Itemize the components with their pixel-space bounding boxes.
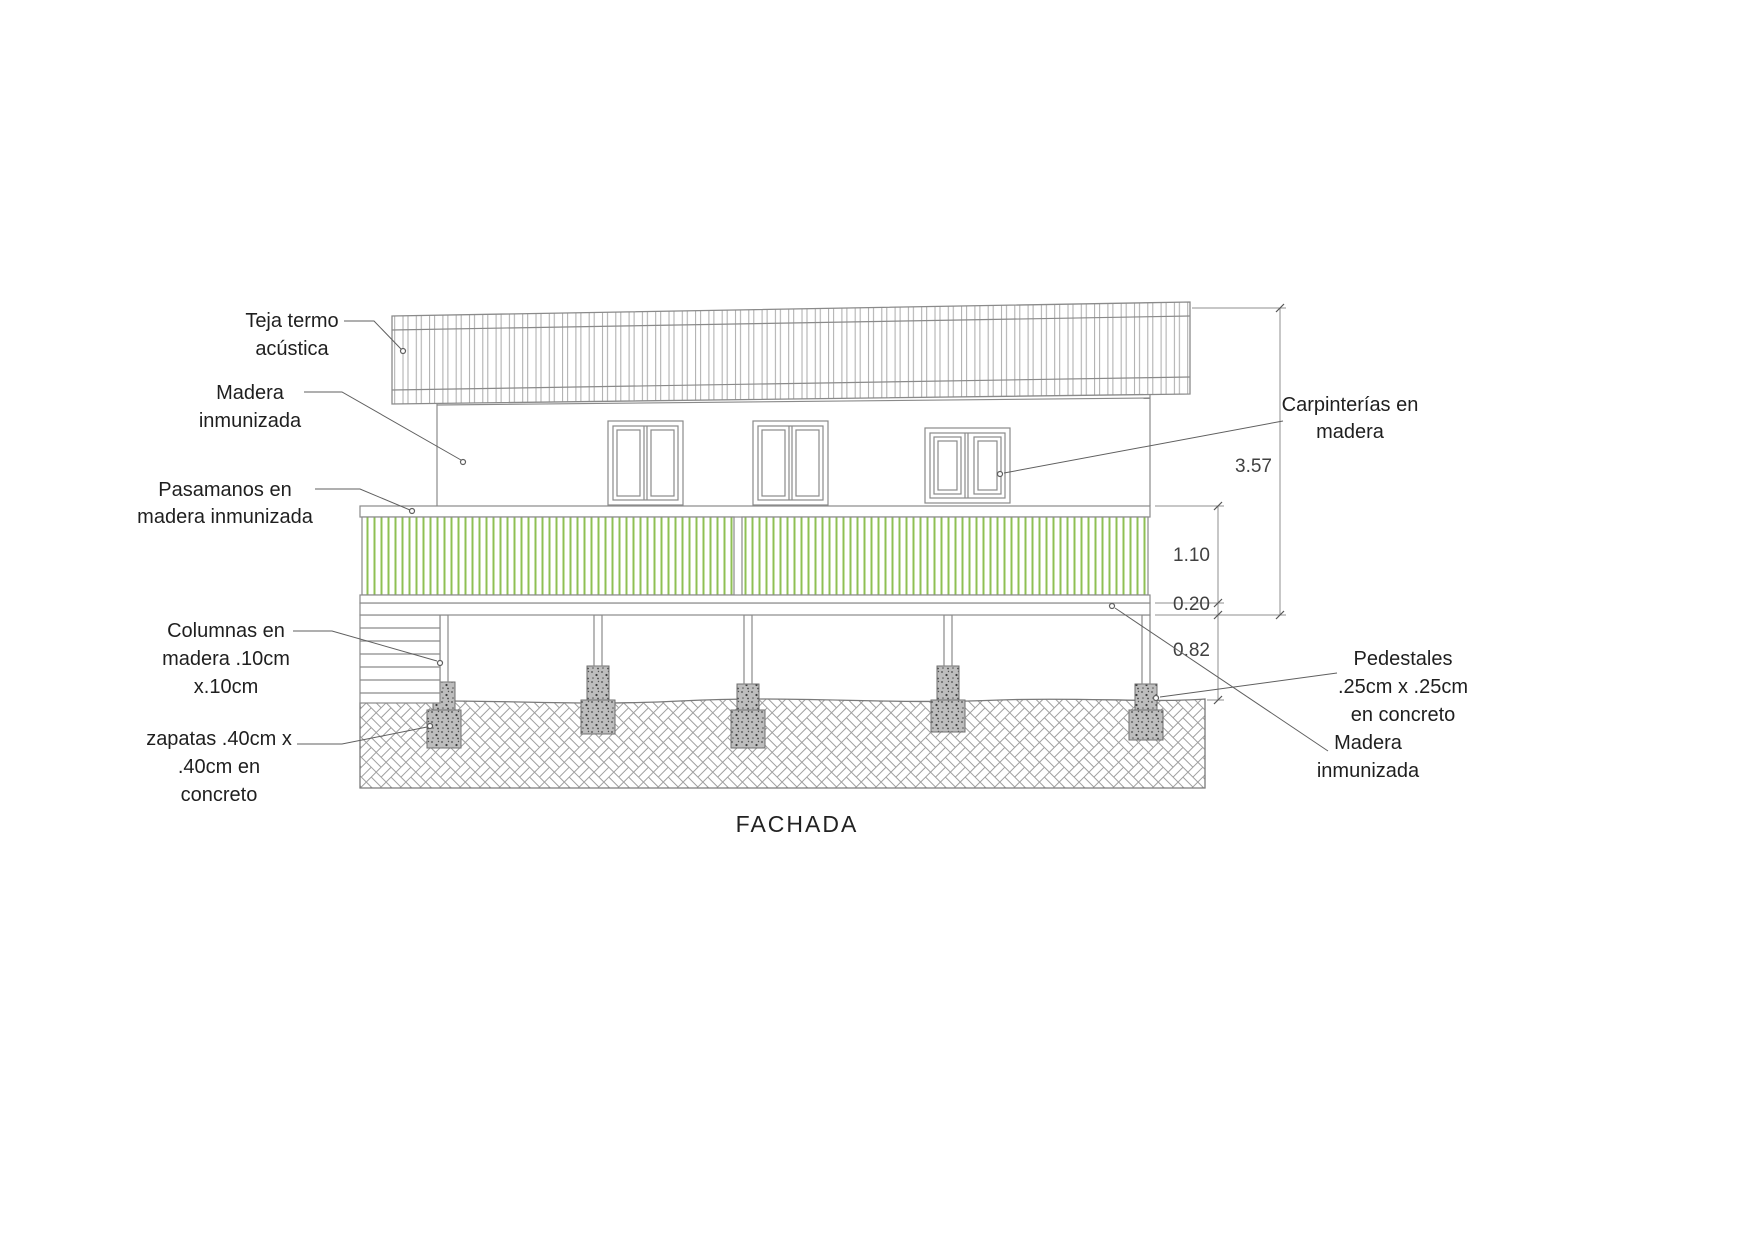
- label-line: Pasamanos en: [158, 479, 291, 501]
- windows: [607, 420, 1011, 506]
- ground-hatch: [359, 698, 1206, 789]
- leader-carpinterias: [1003, 420, 1284, 474]
- column: [439, 614, 449, 683]
- deck-stairs: [359, 614, 441, 704]
- label-line: Columnas en: [167, 620, 285, 642]
- leader-lines: [293, 320, 1338, 752]
- bottom-rail: [359, 594, 1151, 604]
- label-teja-termo-acustica: Teja termo acústica: [245, 310, 338, 360]
- label-line: Madera: [1334, 732, 1403, 754]
- railing-slats-left: [361, 516, 735, 596]
- label-madera-inmunizada-right: Madera inmunizada: [1317, 732, 1420, 782]
- window: [752, 420, 829, 506]
- label-line: zapatas .40cm x: [146, 728, 292, 750]
- label-zapatas: zapatas .40cm x .40cm en concreto: [146, 728, 292, 806]
- leader-pedestales: [1159, 672, 1338, 698]
- label-columnas: Columnas en madera .10cm x.10cm: [162, 620, 290, 698]
- leader-zapatas-marker: [426, 722, 434, 730]
- column: [1141, 614, 1151, 685]
- label-line: madera inmunizada: [137, 506, 314, 528]
- railing-slats-right: [741, 516, 1149, 596]
- label-line: Pedestales: [1354, 648, 1453, 670]
- leader-carpinterias-marker: [996, 470, 1004, 478]
- label-line: x.10cm: [194, 676, 258, 698]
- walls: [436, 394, 1151, 506]
- label-line: inmunizada: [199, 410, 302, 432]
- leader-madera-right: [1114, 607, 1329, 752]
- pedestal-footing: [1128, 683, 1164, 741]
- leader-columnas-marker: [436, 659, 444, 667]
- label-line: .40cm en: [178, 756, 260, 778]
- leader-pasamanos: [315, 488, 411, 511]
- label-line: Madera: [216, 382, 285, 404]
- wood-columns: [439, 614, 1151, 685]
- label-line: inmunizada: [1317, 760, 1420, 782]
- dimension-lines: 3.57 1.10 0.20 0.82: [1155, 303, 1286, 705]
- label-line: acústica: [255, 338, 329, 360]
- label-pasamanos: Pasamanos en madera inmunizada: [137, 479, 314, 528]
- pedestals-footings: [426, 665, 1164, 749]
- label-pedestales: Pedestales .25cm x .25cm en concreto: [1338, 648, 1468, 726]
- dim-under-floor: 0.82: [1173, 640, 1210, 661]
- window: [924, 427, 1011, 504]
- dim-floor-thickness: 0.20: [1173, 594, 1210, 615]
- column: [943, 614, 953, 667]
- balcony-railing: [359, 505, 1151, 604]
- label-line: concreto: [181, 784, 258, 806]
- roof: [391, 301, 1191, 405]
- dim-railing-height: 1.10: [1173, 545, 1210, 566]
- label-madera-inmunizada-left: Madera inmunizada: [199, 382, 302, 432]
- handrail: [359, 505, 1151, 518]
- leader-madera-right-marker: [1108, 602, 1116, 610]
- label-line: madera: [1316, 421, 1385, 443]
- leader-zapatas: [297, 726, 428, 745]
- leader-madera-left-marker: [459, 458, 467, 466]
- leader-pasamanos-marker: [408, 507, 416, 515]
- label-carpinterias: Carpinterías en madera: [1282, 394, 1419, 443]
- label-line: madera .10cm: [162, 648, 290, 670]
- leader-teja: [344, 320, 402, 350]
- label-line: Carpinterías en: [1282, 394, 1419, 416]
- leader-madera-left: [304, 391, 462, 461]
- leader-columnas: [293, 630, 438, 662]
- label-line: en concreto: [1351, 704, 1456, 726]
- leader-pedestales-marker: [1152, 694, 1160, 702]
- annotation-labels: Teja termo acústica Madera inmunizada Pa…: [137, 310, 1468, 806]
- label-line: .25cm x .25cm: [1338, 676, 1468, 698]
- column: [743, 614, 753, 685]
- label-line: Teja termo: [245, 310, 338, 332]
- dim-total-height: 3.57: [1235, 456, 1272, 477]
- leader-teja-marker: [399, 347, 407, 355]
- column: [593, 614, 603, 667]
- window: [607, 420, 684, 506]
- floor-band: [359, 602, 1151, 616]
- drawing-title: FACHADA: [736, 811, 859, 837]
- pedestal-footing: [930, 665, 966, 733]
- pedestal-footing: [580, 665, 616, 735]
- pedestal-footing: [730, 683, 766, 749]
